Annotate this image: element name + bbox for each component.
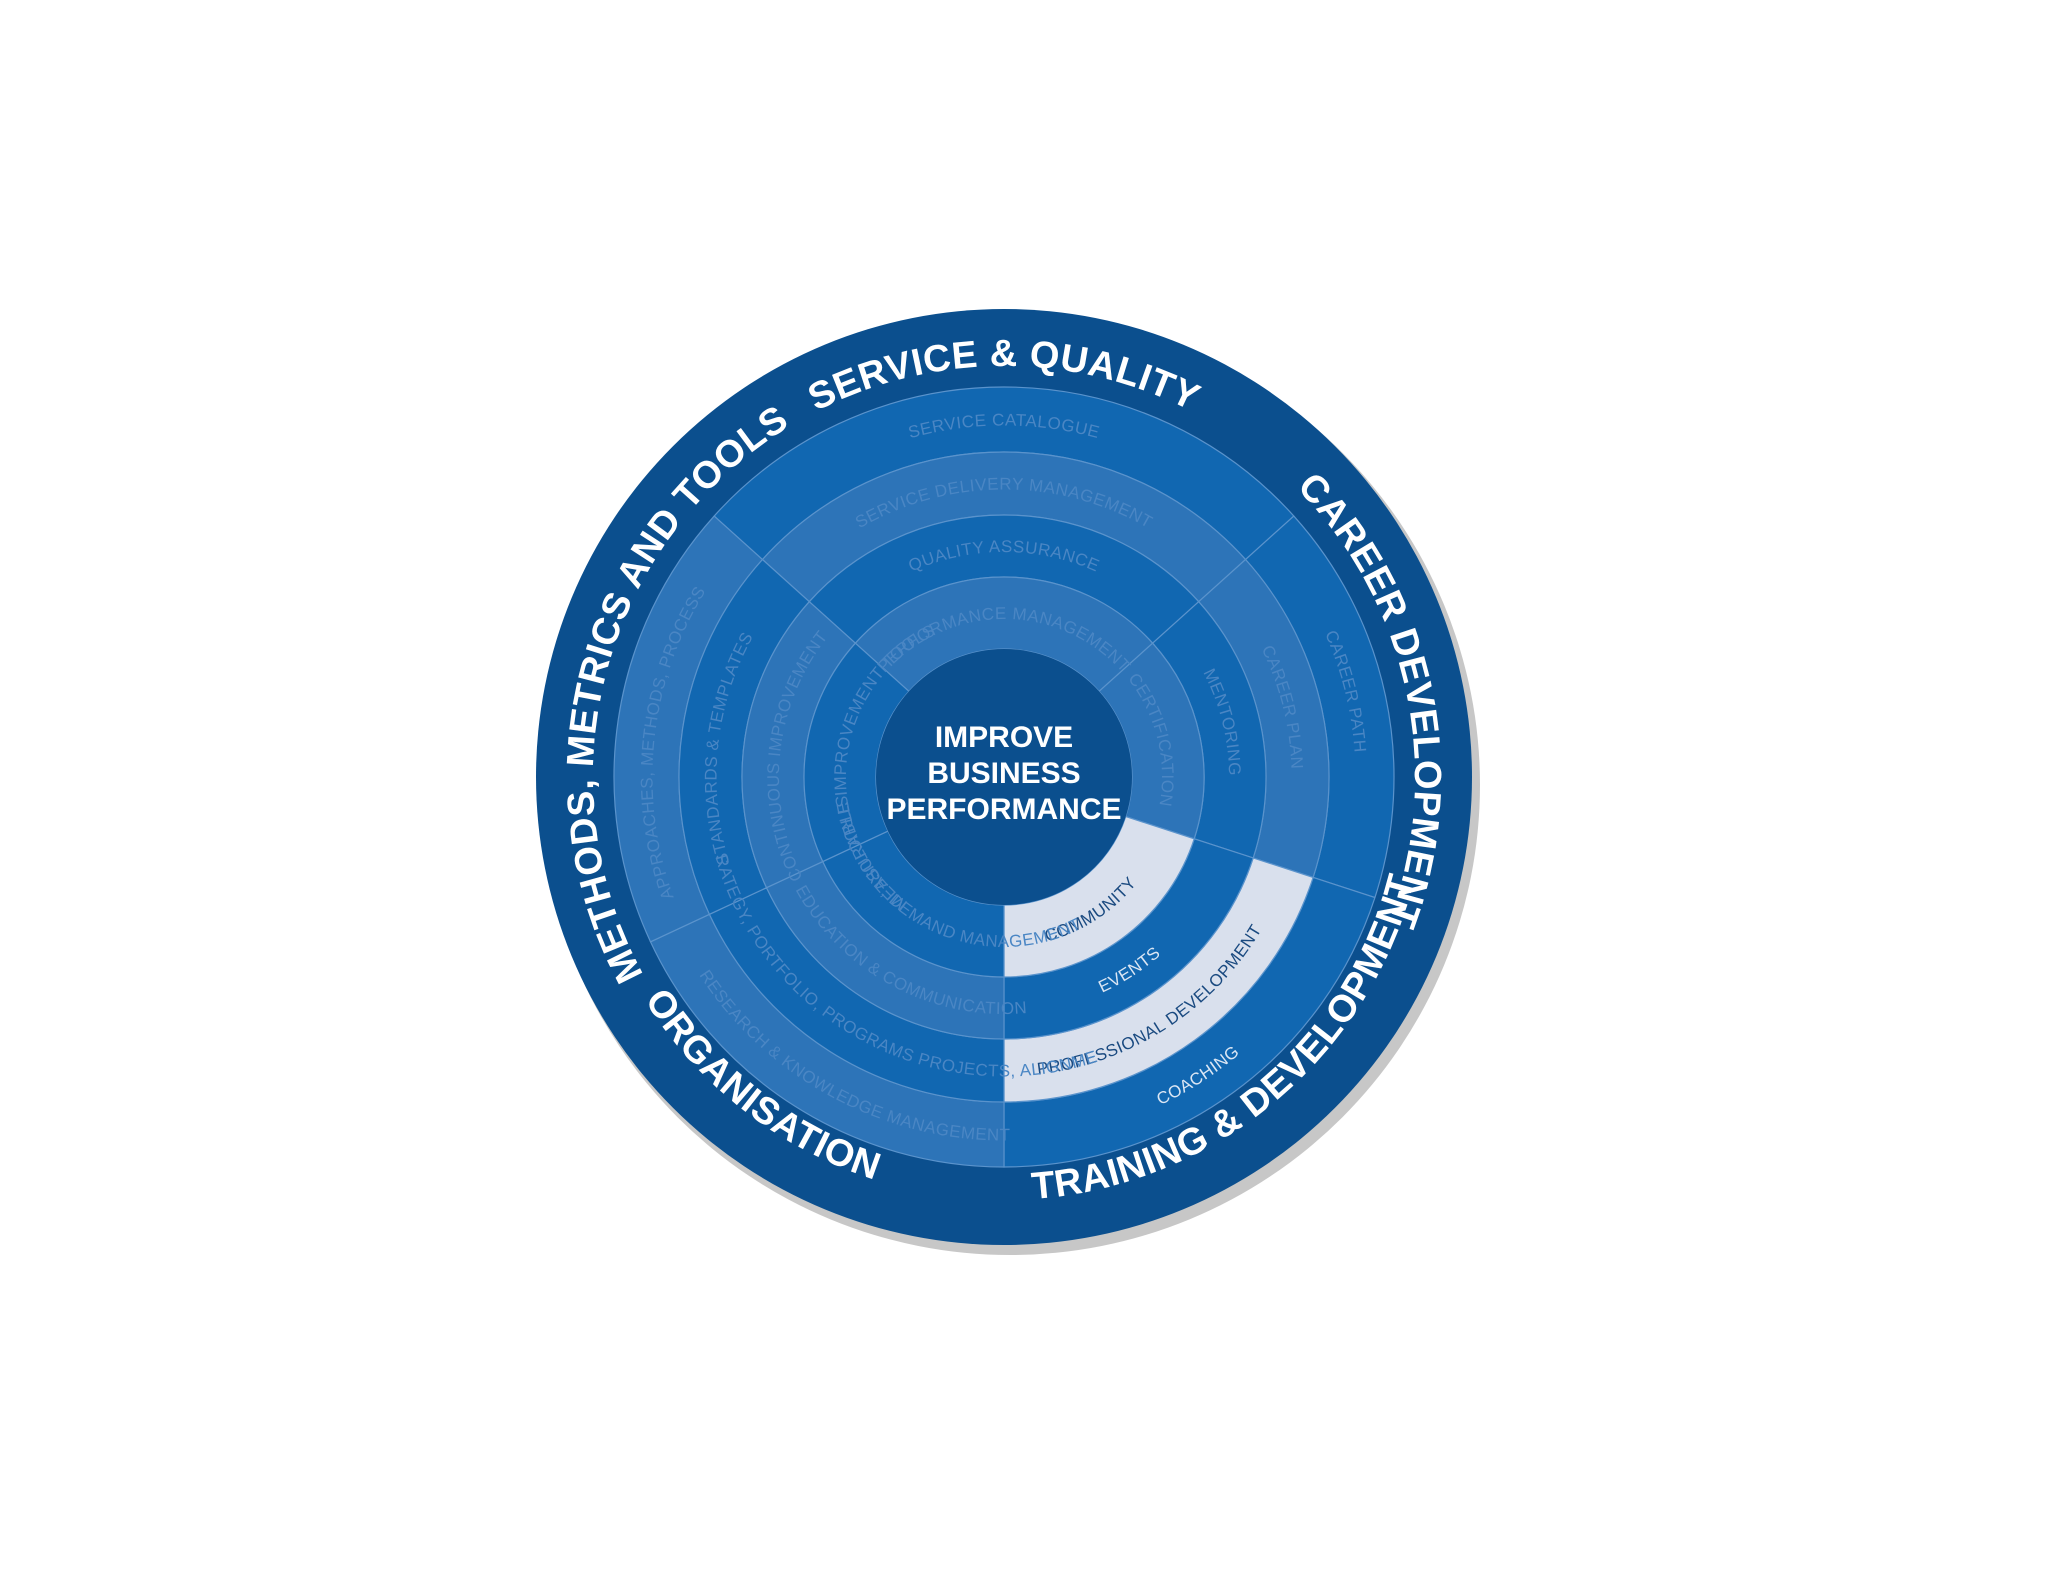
center-disc: [876, 649, 1132, 905]
center-title-line-2: BUSINESS: [927, 757, 1080, 790]
center-title-line-1: IMPROVE: [935, 721, 1073, 754]
center-title-line-3: PERFORMANCE: [886, 793, 1121, 826]
